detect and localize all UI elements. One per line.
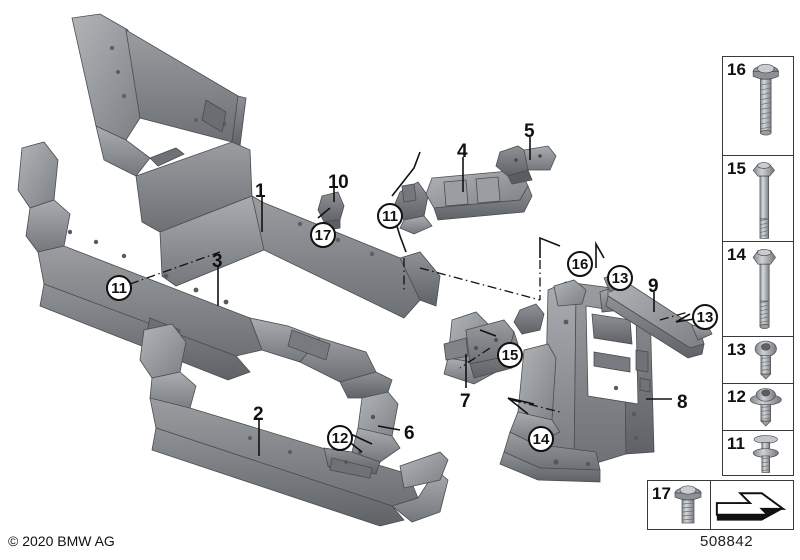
direction-arrow-icon: [715, 492, 787, 521]
legend-number-11: 11: [727, 434, 745, 453]
hex-bolt-long-icon: [752, 249, 776, 329]
part-number: 508842: [700, 533, 754, 550]
callout-15: 15: [497, 342, 523, 368]
callout-1: 1: [255, 181, 266, 202]
callout-11-center-label: 11: [382, 207, 398, 225]
legend-row-12: 12: [723, 384, 793, 431]
callout-10: 10: [328, 172, 349, 193]
legend-number-16: 16: [727, 60, 746, 79]
callout-14: 14: [528, 426, 554, 452]
legend-number-13: 13: [727, 340, 746, 359]
callout-13-right-label: 13: [696, 308, 714, 326]
washer-bolt-icon: [752, 435, 779, 473]
legend-number-17: 17: [652, 484, 671, 503]
torx-flange-screw-icon: [749, 388, 782, 427]
callout-5: 5: [524, 121, 535, 142]
legend-row-14: 14: [723, 242, 793, 337]
callout-14-label: 14: [532, 430, 550, 448]
bottom-legend-panel: 17: [647, 480, 794, 530]
callout-16-label: 16: [571, 255, 589, 273]
hex-bolt-extra-long-icon: [752, 162, 775, 239]
torx-pan-head-screw-icon: [754, 340, 777, 380]
callout-4: 4: [457, 141, 468, 162]
callout-6: 6: [404, 423, 415, 444]
callout-16: 16: [567, 251, 593, 277]
callout-11-center: 11: [377, 203, 403, 229]
callout-9: 9: [648, 276, 659, 297]
callout-17: 17: [310, 222, 336, 248]
callout-15-label: 15: [501, 346, 519, 364]
callout-13-left: 13: [607, 265, 633, 291]
legend-cell-17: 17: [648, 481, 711, 529]
callout-13-right: 13: [692, 304, 718, 330]
legend-number-12: 12: [727, 387, 746, 406]
callout-12: 12: [327, 425, 353, 451]
copyright-notice: © 2020 BMW AG: [8, 533, 115, 549]
callout-7: 7: [460, 391, 471, 412]
legend-number-14: 14: [727, 245, 746, 264]
legend-row-13: 13: [723, 337, 793, 384]
legend-number-15: 15: [727, 159, 746, 178]
callout-8: 8: [677, 392, 688, 413]
callout-13-left-label: 13: [611, 269, 629, 287]
hex-flange-bolt-long-icon: [752, 63, 779, 136]
legend-row-15: 15: [723, 156, 793, 242]
callout-3: 3: [212, 251, 223, 272]
callout-12-label: 12: [331, 429, 349, 447]
legend-cell-direction-arrow: [711, 481, 793, 529]
hex-flange-bolt-short-icon: [674, 485, 702, 524]
callout-2: 2: [253, 404, 264, 425]
legend-row-11: 11: [723, 431, 793, 477]
callout-11-left: 11: [106, 275, 132, 301]
legend-row-16: 16: [723, 57, 793, 156]
callout-17-label: 17: [314, 226, 332, 244]
fastener-legend-panel: 16 15: [722, 56, 794, 476]
callout-11-left-label: 11: [111, 279, 127, 297]
